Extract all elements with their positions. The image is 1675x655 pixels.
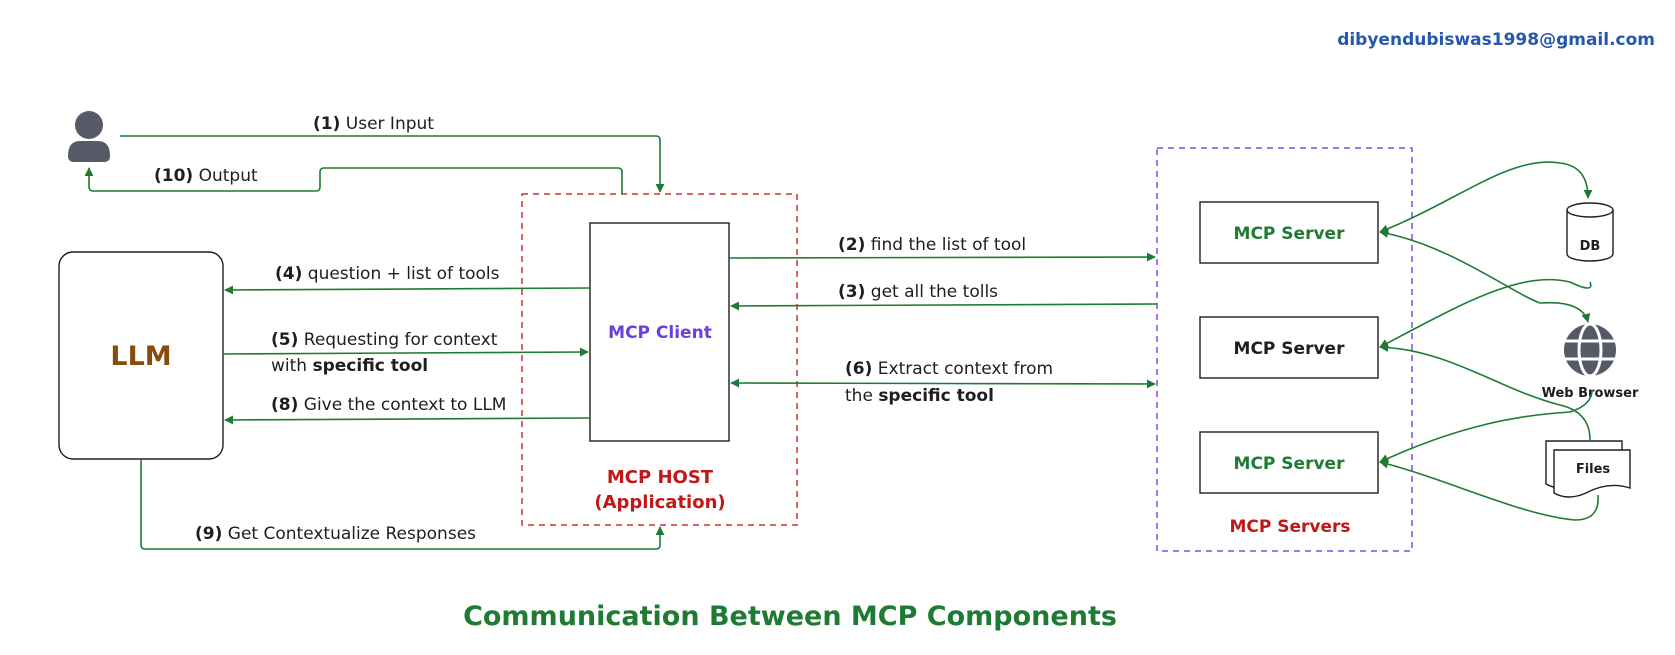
step-8-label: (8) Give the context to LLM [271,395,506,415]
link-server1-browser [1379,229,1591,323]
arrow-give-context [224,415,591,425]
link-server3-files [1379,459,1599,521]
mcp-server-2-box [1199,316,1379,379]
globe-icon [1564,322,1616,378]
arrow-extract-context [730,378,1156,389]
mcp-client-box [589,222,730,442]
files-label: Files [1576,462,1611,477]
link-server1-db [1379,161,1593,234]
mcp-server-2-label: MCP Server [1234,339,1346,359]
diagram-title: Communication Between MCP Components [463,601,1117,632]
step-9-label: (9) Get Contextualize Responses [195,524,476,544]
step-5-label: (5) Requesting for context [271,330,498,350]
mcp-servers-box [1156,147,1413,552]
arrow-get-tools [730,301,1158,311]
mcp-host-sublabel: (Application) [594,492,725,513]
web-browser-label: Web Browser [1542,386,1639,401]
mcp-server-3-label: MCP Server [1234,454,1346,474]
arrow-question-tools [224,285,591,295]
mcp-host-label: MCP HOST [607,467,714,488]
llm-label: LLM [110,341,171,372]
mcp-server-1-box [1199,201,1379,264]
arrow-output [84,167,623,194]
files-icon [1545,440,1631,498]
step-2-label: (2) find the list of tool [838,235,1026,255]
mcp-client-label: MCP Client [608,323,712,343]
author-email: dibyendubiswas1998@gmail.com [1337,30,1655,50]
step-6-label: (6) Extract context from [845,359,1053,379]
arrow-contextual-responses [140,459,665,550]
link-server3-browser [1379,389,1593,463]
arrow-user-input [120,135,665,193]
link-server2-files [1379,342,1591,441]
arrow-request-context [222,347,589,357]
link-server2-db [1379,278,1592,348]
db-label: DB [1580,239,1601,254]
step-4-label: (4) question + list of tools [275,264,500,284]
mcp-host-box [521,193,798,526]
step-10-label: (10) Output [154,166,258,186]
step-1-label: (1) User Input [313,114,434,134]
user-icon [68,111,110,162]
mcp-servers-label: MCP Servers [1229,517,1350,537]
step-5-label-line2: with specific tool [271,356,428,376]
step-6-label-line2: the specific tool [845,386,994,406]
step-3-label: (3) get all the tolls [838,282,998,302]
arrow-find-tools [728,252,1156,262]
mcp-server-1-label: MCP Server [1234,224,1346,244]
mcp-server-3-box [1199,431,1379,494]
